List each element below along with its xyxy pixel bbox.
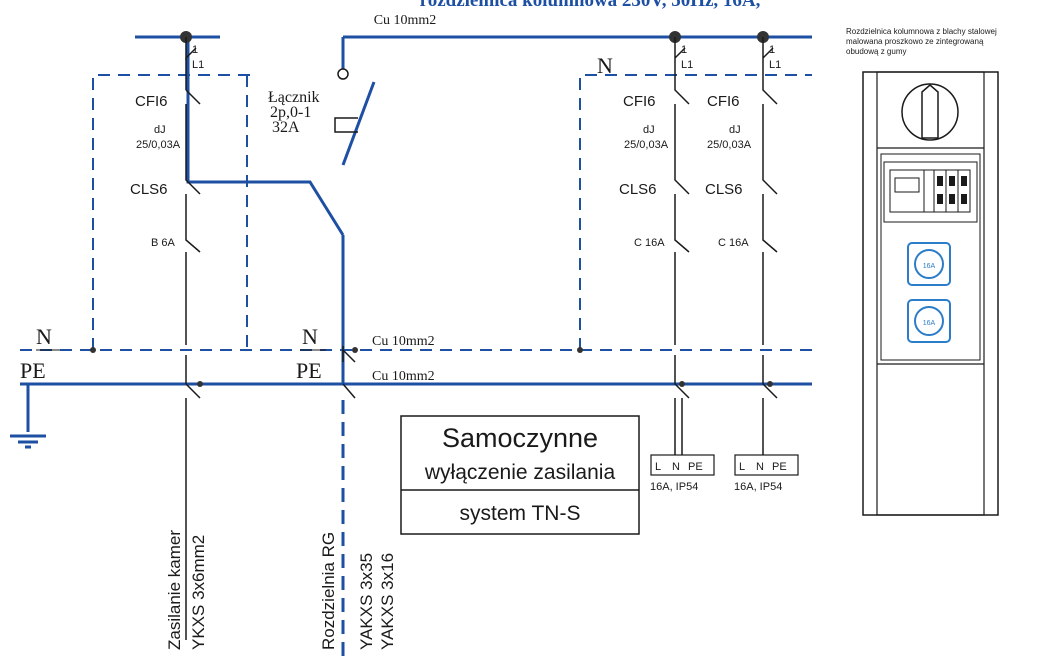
mcb-2-name: CLS6 — [619, 181, 657, 198]
n-label-mid: N — [302, 324, 318, 349]
rcd-1-name: CFI6 — [135, 93, 168, 110]
switch-label-2: 2p,0-1 — [270, 104, 311, 121]
diagram-title: rozdzielnica kolumnowa 230V, 50Hz, 16A, — [420, 0, 761, 11]
switch-label-3: 32A — [272, 119, 300, 136]
terminal-l1: L1 — [681, 59, 693, 71]
cabinet-desc-3: obudową z gumy — [846, 47, 906, 56]
camera-feeder-label-1: Zasilanie kamer — [165, 530, 184, 650]
cabinet-desc-2: malowana proszkowo ze zintegrowaną — [846, 37, 984, 46]
terminal-l1: L1 — [769, 59, 781, 71]
mcb-1-rating: B 6A — [151, 237, 176, 249]
rcd-3-rating: 25/0,03A — [707, 139, 752, 151]
pe-cable-label: Cu 10mm2 — [372, 369, 435, 384]
l1-bus — [135, 35, 812, 385]
terminal-1: 1 — [681, 44, 687, 56]
circuit-socket-1: 1 L1 CFI6 dJ 25/0,03A CLS6 C 16A L N PE … — [577, 37, 715, 493]
n-label-left: N — [36, 324, 52, 349]
rcd-2-name: CFI6 — [623, 93, 656, 110]
n-cable-label: Cu 10mm2 — [372, 334, 435, 349]
rcd-1-rating: 25/0,03A — [136, 139, 181, 151]
socket-2-l: L — [739, 461, 745, 473]
socket-2-n: N — [756, 461, 764, 473]
socket-1-spec: 16A, IP54 — [650, 481, 698, 493]
socket-2-rating: 16A — [923, 320, 936, 327]
rcd-3-type: dJ — [729, 124, 741, 136]
main-switch: Łącznik 2p,0-1 32A — [268, 68, 376, 166]
terminal-l1: L1 — [192, 59, 204, 71]
rotary-switch-icon — [901, 83, 959, 141]
cabinet-drawing: Rozdzielnica kolumnowa z blachy stalowej… — [846, 27, 999, 516]
pe-label-left: PE — [20, 358, 46, 383]
mcb-1-name: CLS6 — [130, 181, 168, 198]
earth-symbol — [10, 434, 46, 449]
rg-feeder-label-3: YAKXS 3x16 — [378, 553, 397, 650]
socket-1-n: N — [672, 461, 680, 473]
rcd-3-name: CFI6 — [707, 93, 740, 110]
socket-outlet-2: 16A — [907, 299, 951, 343]
socket-2-spec: 16A, IP54 — [734, 481, 782, 493]
n-frame-label: N — [597, 53, 613, 78]
camera-feeder-label-2: YKXS 3x6mm2 — [189, 535, 208, 650]
circuit-camera: 1 L1 CFI6 dJ 25/0,03A CLS6 B 6A Zasilani… — [90, 37, 208, 650]
breaker-panel — [883, 161, 978, 223]
socket-2-pe: PE — [772, 461, 787, 473]
socket-1-pe: PE — [688, 461, 703, 473]
box-line-1: Samoczynne — [442, 423, 598, 453]
box-line-3: system TN-S — [460, 502, 581, 525]
mcb-3-name: CLS6 — [705, 181, 743, 198]
switch-label-1: Łącznik — [268, 89, 320, 106]
mcb-2-rating: C 16A — [634, 237, 665, 249]
n-dashed-frames — [20, 74, 812, 351]
terminal-1: 1 — [192, 44, 198, 56]
top-cable-label: Cu 10mm2 — [374, 13, 437, 28]
rcd-2-rating: 25/0,03A — [624, 139, 669, 151]
rg-feeder-label-1: Rozdzielnia RG — [319, 532, 338, 650]
rg-feeder: Rozdzielnia RG YAKXS 3x35 YAKXS 3x16 — [319, 346, 397, 656]
socket-outlet-1: 16A — [907, 242, 951, 286]
socket-1-rating: 16A — [923, 263, 936, 270]
cabinet-desc-1: Rozdzielnica kolumnowa z blachy stalowej — [846, 27, 997, 36]
rg-feeder-label-2: YAKXS 3x35 — [357, 553, 376, 650]
box-line-2: wyłączenie zasilania — [424, 461, 616, 484]
tn-s-box: Samoczynne wyłączenie zasilania system T… — [400, 415, 640, 535]
pe-label-mid: PE — [296, 358, 322, 383]
mcb-3-rating: C 16A — [718, 237, 749, 249]
circuit-socket-2: 1 L1 CFI6 dJ 25/0,03A CLS6 C 16A L N PE … — [705, 37, 799, 493]
terminal-1: 1 — [769, 44, 775, 56]
rcd-2-type: dJ — [643, 124, 655, 136]
socket-1-l: L — [655, 461, 661, 473]
rcd-1-type: dJ — [154, 124, 166, 136]
